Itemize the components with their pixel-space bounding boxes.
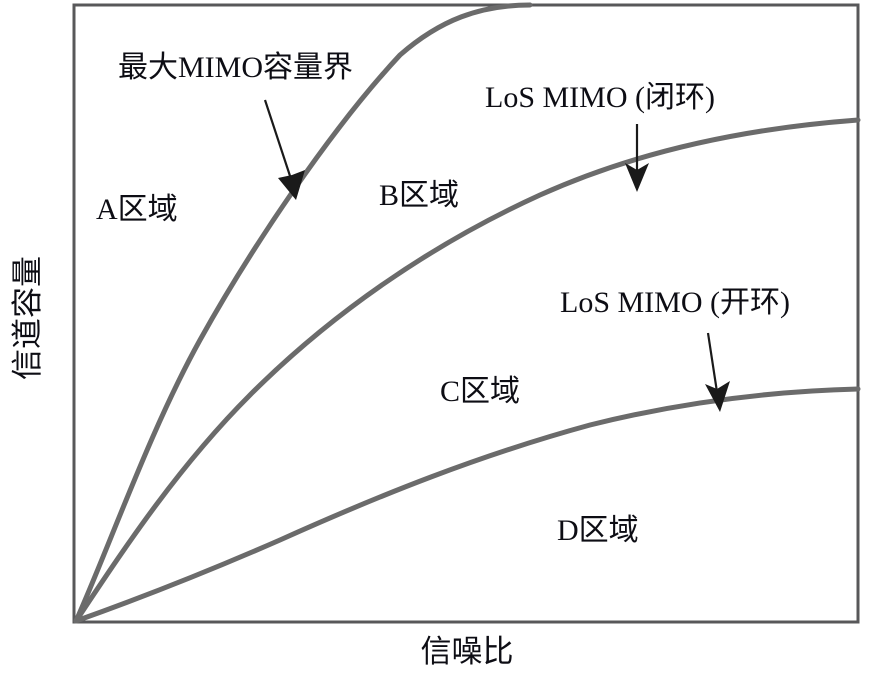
y-axis-title: 信道容量	[10, 256, 45, 380]
arrowhead-los-mimo-closed	[625, 163, 649, 192]
annotation-arrow-max-mimo-bound	[263, 99, 305, 200]
annotation-label-los-mimo-closed: LoS MIMO (闭环)	[485, 81, 715, 114]
annotation-label-los-mimo-open: LoS MIMO (开环)	[560, 286, 790, 319]
region-label-a: A区域	[96, 193, 178, 226]
x-axis-title: 信噪比	[421, 634, 514, 669]
arrowhead-max-mimo-bound	[278, 170, 305, 200]
region-label-d: D区域	[557, 514, 639, 547]
annotation-label-max-mimo-bound: 最大MIMO容量界	[118, 51, 353, 84]
region-label-c: C区域	[440, 375, 520, 408]
curve-max-mimo-bound	[73, 2, 533, 624]
annotation-arrow-los-mimo-closed	[625, 124, 649, 192]
curve-los-mimo-closed-loop	[73, 117, 861, 624]
curve-los-mimo-open-loop	[73, 386, 861, 624]
plot-frame	[72, 3, 860, 624]
region-label-b: B区域	[379, 179, 459, 212]
annotation-arrow-los-mimo-open	[705, 332, 730, 412]
arrowhead-los-mimo-open	[705, 381, 730, 412]
